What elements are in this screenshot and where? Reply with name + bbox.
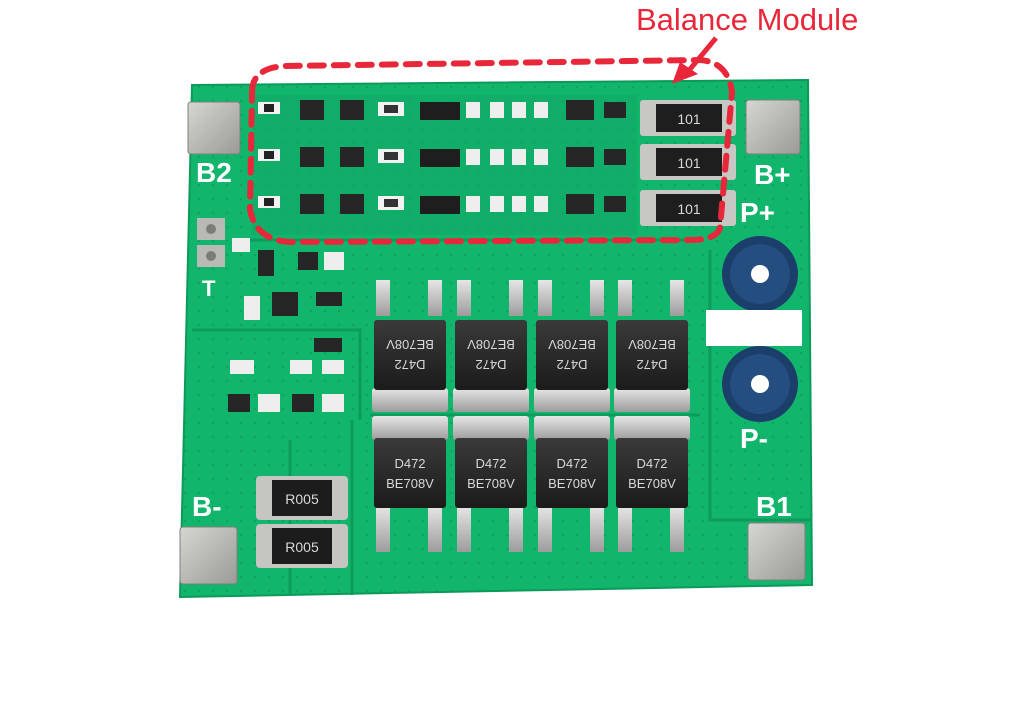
balance-resistor-marking: 101 — [677, 201, 701, 217]
shunt-resistors: R005 R005 — [256, 476, 348, 568]
mosfet-marking-line2: BE708V — [386, 476, 434, 491]
pad-label-b-plus: B+ — [754, 159, 791, 190]
mosfet-marking-line1: D472 — [475, 357, 506, 372]
shunt-resistor: R005 — [256, 524, 348, 568]
balance-circuit — [252, 95, 637, 235]
balance-module-arrow — [672, 36, 718, 84]
balance-resistor: 101 — [640, 190, 736, 226]
corner-pads — [179, 99, 806, 585]
mosfet-marking-line2: BE708V — [548, 337, 596, 352]
mosfet-marking-line1: D472 — [636, 357, 667, 372]
mosfet-marking-line1: D472 — [636, 456, 667, 471]
balance-resistor: 101 — [640, 144, 736, 180]
balance-module-caption: Balance Module — [636, 2, 859, 37]
shunt-resistor: R005 — [256, 476, 348, 520]
mosfet-marking-line2: BE708V — [467, 476, 515, 491]
mosfet: D472 BE708V — [453, 280, 529, 412]
mosfet-marking-line2: BE708V — [628, 337, 676, 352]
terminal-holes — [706, 236, 802, 422]
mosfet-marking-line2: BE708V — [386, 337, 434, 352]
balance-resistor: 101 — [640, 100, 736, 136]
shunt-resistor-marking: R005 — [285, 491, 319, 507]
mosfet: D472 BE708V — [614, 280, 690, 412]
mosfet-array: D472BE708VD472BE708VD472BE708VD472BE708V… — [372, 280, 690, 552]
mosfet: D472 BE708V — [372, 280, 448, 412]
balance-resistor-marking: 101 — [677, 111, 701, 127]
balance-resistor-marking: 101 — [677, 155, 701, 171]
mosfet-marking-line1: D472 — [556, 456, 587, 471]
mosfet-marking-line1: D472 — [394, 456, 425, 471]
balance-resistors: 101 101 101 — [640, 100, 736, 226]
mosfet: D472 BE708V — [534, 280, 610, 412]
pad-label-b1: B1 — [756, 491, 792, 522]
mosfet-marking-line2: BE708V — [467, 337, 515, 352]
pad-label-p-minus: P- — [740, 423, 768, 454]
pad-label-b2: B2 — [196, 157, 232, 188]
control-components — [197, 218, 344, 412]
pad-label-t: T — [202, 276, 216, 301]
mosfet-marking-line1: D472 — [475, 456, 506, 471]
balance-row — [258, 100, 626, 120]
balance-module-highlight — [246, 56, 736, 246]
mosfet-marking-line2: BE708V — [548, 476, 596, 491]
mosfet-marking-line1: D472 — [394, 357, 425, 372]
pad-label-p-plus: P+ — [740, 197, 775, 228]
pad-label-b-minus: B- — [192, 491, 222, 522]
mosfet-marking-line2: BE708V — [628, 476, 676, 491]
shunt-resistor-marking: R005 — [285, 539, 319, 555]
mosfet-marking-line1: D472 — [556, 357, 587, 372]
silkscreen-labels: B2 B+ P+ P- B- B1 T — [192, 157, 792, 522]
